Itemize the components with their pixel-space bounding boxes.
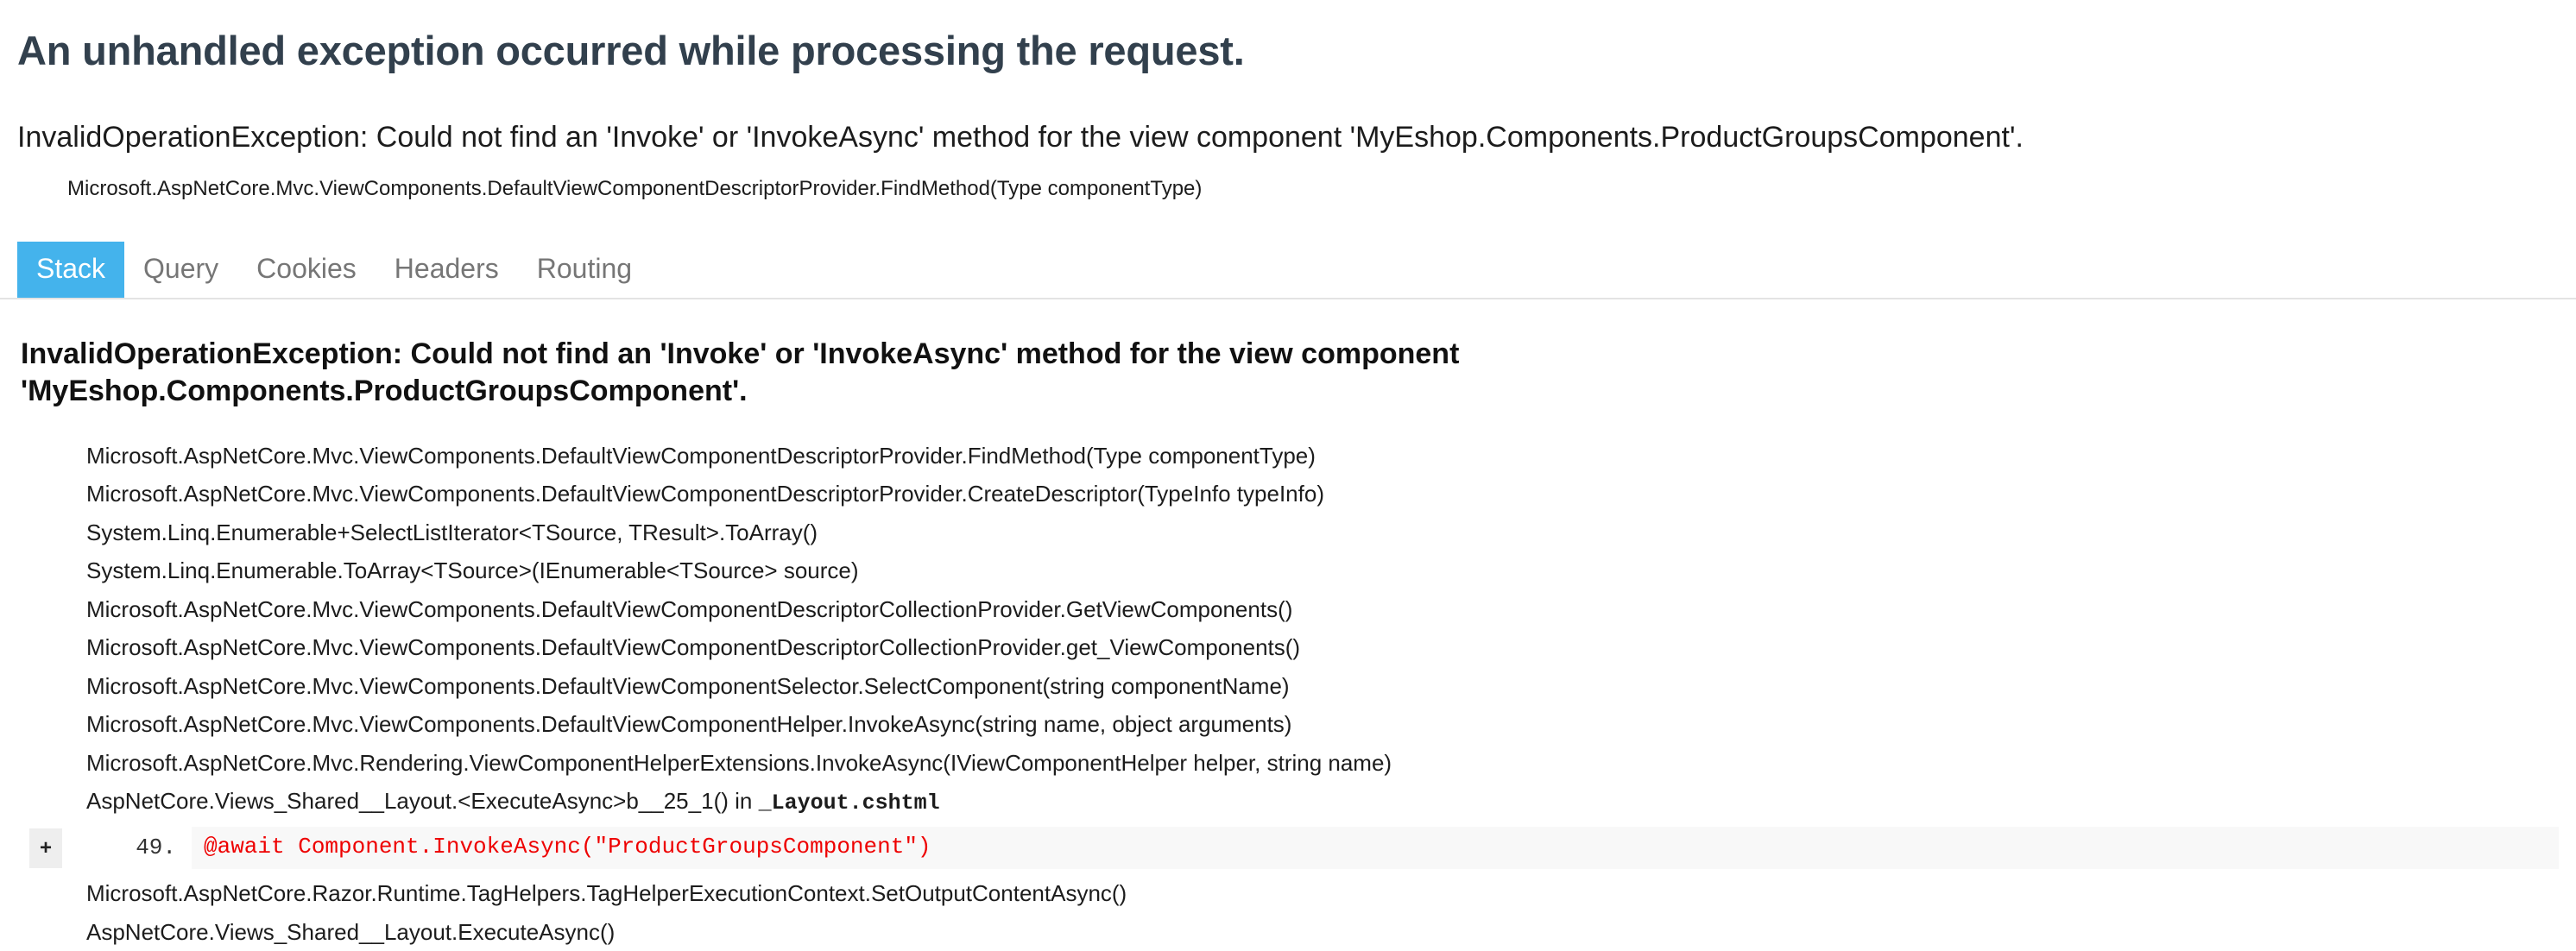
tab-cookies[interactable]: Cookies	[256, 253, 357, 285]
expand-source-button[interactable]: +	[29, 828, 62, 868]
stack-frame-prefix: AspNetCore.Views_Shared__Layout.<Execute…	[86, 788, 759, 815]
tab-headers[interactable]: Headers	[394, 253, 499, 285]
tab-list: Stack Query Cookies Headers Routing	[17, 242, 2559, 298]
stack-frame: System.Linq.Enumerable.ToArray<TSource>(…	[86, 557, 859, 584]
stack-frame: Microsoft.AspNetCore.Mvc.ViewComponents.…	[86, 595, 1293, 622]
stack-heading: InvalidOperationException: Could not fin…	[21, 337, 1460, 408]
stack-frame-list: Microsoft.AspNetCore.Mvc.ViewComponents.…	[17, 437, 2559, 951]
stack-frame: Microsoft.AspNetCore.Razor.Runtime.TagHe…	[86, 880, 1127, 907]
source-code-table: 49. @await Component.InvokeAsync("Produc…	[62, 827, 2559, 870]
stack-panel: InvalidOperationException: Could not fin…	[0, 336, 2576, 951]
source-code-line: @await Component.InvokeAsync("ProductGro…	[192, 827, 2559, 870]
page-title: An unhandled exception occurred while pr…	[17, 28, 1245, 73]
stack-frame: Microsoft.AspNetCore.Mvc.ViewComponents.…	[86, 481, 1324, 507]
stack-frame: Microsoft.AspNetCore.Mvc.ViewComponents.…	[86, 711, 1292, 738]
tab-stack[interactable]: Stack	[17, 242, 125, 298]
stack-frame: Microsoft.AspNetCore.Mvc.ViewComponents.…	[86, 442, 1316, 469]
stack-frame: System.Linq.Enumerable+SelectListIterato…	[86, 519, 818, 545]
stack-frame: Microsoft.AspNetCore.Mvc.Rendering.ViewC…	[86, 749, 1392, 776]
source-code-row: + 49. @await Component.InvokeAsync("Prod…	[17, 827, 2559, 870]
source-line-number: 49.	[136, 834, 176, 861]
exception-message: InvalidOperationException: Could not fin…	[17, 120, 2024, 154]
stack-frame-with-source: AspNetCore.Views_Shared__Layout.<Execute…	[86, 782, 2559, 822]
exception-location: Microsoft.AspNetCore.Mvc.ViewComponents.…	[67, 176, 1203, 200]
stack-frame: AspNetCore.Views_Shared__Layout.ExecuteA…	[86, 918, 616, 945]
source-file-name: _Layout.cshtml	[758, 790, 940, 816]
exception-header: An unhandled exception occurred while pr…	[0, 0, 2576, 202]
stack-frame: Microsoft.AspNetCore.Mvc.ViewComponents.…	[86, 672, 1290, 699]
tab-query[interactable]: Query	[143, 253, 219, 285]
tab-routing[interactable]: Routing	[536, 253, 633, 285]
stack-frame: Microsoft.AspNetCore.Mvc.ViewComponents.…	[86, 634, 1301, 661]
tab-bar: Stack Query Cookies Headers Routing	[0, 242, 2576, 299]
